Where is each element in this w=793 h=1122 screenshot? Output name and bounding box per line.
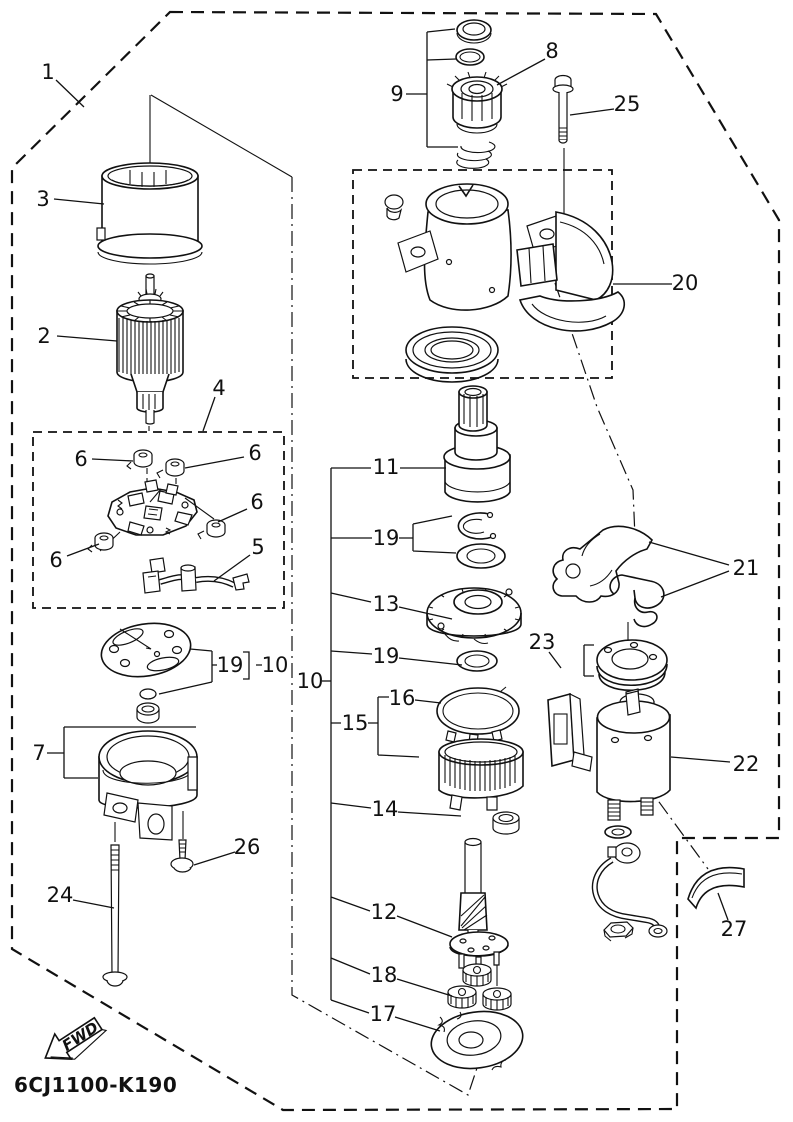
callout-19-left: 19 — [217, 653, 244, 677]
brush-holder-group-box — [32, 431, 285, 609]
retainer-ring-16 — [436, 686, 520, 745]
solenoid-cap-23 — [596, 639, 668, 691]
screw-26 — [170, 839, 194, 873]
callout-7: 7 — [32, 741, 45, 765]
callout-19a: 19 — [373, 526, 400, 550]
leader-lines — [47, 28, 731, 1032]
shift-fork-21 — [552, 525, 653, 603]
fwd-label: FWD — [59, 1018, 102, 1054]
fwd-arrow: FWD — [44, 1016, 108, 1060]
callout-1: 1 — [41, 60, 54, 84]
callout-3: 3 — [36, 187, 49, 211]
callout-19b: 19 — [373, 644, 400, 668]
callout-27: 27 — [721, 917, 748, 941]
lock-plate-19-10 — [100, 622, 192, 678]
lead-wire-5 — [142, 557, 250, 594]
callout-22: 22 — [733, 752, 760, 776]
callout-26: 26 — [234, 835, 261, 859]
bushing-14 — [492, 811, 520, 835]
center-lines — [114, 94, 709, 1096]
callout-9: 9 — [390, 82, 403, 106]
end-frame-7 — [98, 730, 198, 841]
callout-18: 18 — [371, 963, 398, 987]
bolt-25 — [552, 74, 574, 144]
yoke-cylinder-3 — [96, 162, 203, 265]
part-code: 6CJ1100-K190 — [14, 1073, 177, 1097]
strap-27 — [687, 866, 745, 910]
pinion-gear-8 — [446, 71, 508, 134]
callout-4: 4 — [212, 376, 225, 400]
callout-10: 10 — [297, 669, 324, 693]
callout-20: 20 — [672, 271, 699, 295]
callout-16: 16 — [389, 686, 416, 710]
bolt-24 — [102, 844, 128, 987]
callout-15: 15 — [342, 711, 369, 735]
washer-19-upper — [456, 543, 506, 569]
idler-gears-18 — [447, 963, 512, 1011]
callout-6a: 6 — [74, 447, 87, 471]
washer-and-bushing-7 — [136, 688, 160, 724]
drive-shaft-12 — [449, 837, 509, 972]
clutch-drum-15 — [438, 738, 524, 811]
callout-6b: 6 — [248, 441, 261, 465]
starter-drive-11 — [443, 385, 511, 503]
callout-labels: 1 3 2 4 6 6 6 6 5 19 10 7 26 24 9 8 25 2… — [32, 39, 759, 1026]
solenoid-washer-22 — [604, 825, 632, 839]
pinion-stopper-set-9 — [455, 19, 496, 169]
bearing-20 — [405, 326, 499, 383]
planet-carrier-cap-13 — [426, 587, 522, 645]
callout-25: 25 — [614, 92, 641, 116]
armature-2 — [116, 273, 184, 425]
diagram-border — [10, 10, 781, 1112]
washer-19-lower — [456, 650, 498, 672]
callout-12: 12 — [371, 900, 398, 924]
solenoid-cable-22 — [591, 842, 668, 942]
fork-spring-21 — [609, 574, 665, 628]
callout-10-left: 10 — [262, 653, 289, 677]
callout-6c: 6 — [250, 490, 263, 514]
callout-2: 2 — [37, 324, 50, 348]
brush-holder-4 — [99, 479, 215, 552]
brush-screws-6 — [87, 449, 226, 553]
callout-8: 8 — [545, 39, 558, 63]
callout-14: 14 — [372, 797, 399, 821]
callout-6d: 6 — [49, 548, 62, 572]
mount-plate-17 — [430, 1010, 524, 1071]
callout-21: 21 — [733, 556, 760, 580]
front-bracket-20 — [384, 183, 625, 332]
callout-24: 24 — [47, 883, 74, 907]
e-clip-19 — [457, 511, 497, 540]
callout-23: 23 — [529, 630, 556, 654]
callout-11: 11 — [373, 455, 400, 479]
holder-bracket-23 — [547, 692, 593, 772]
callout-5: 5 — [251, 535, 264, 559]
callout-17: 17 — [370, 1002, 397, 1026]
solenoid-22 — [596, 688, 671, 821]
callout-13: 13 — [373, 592, 400, 616]
